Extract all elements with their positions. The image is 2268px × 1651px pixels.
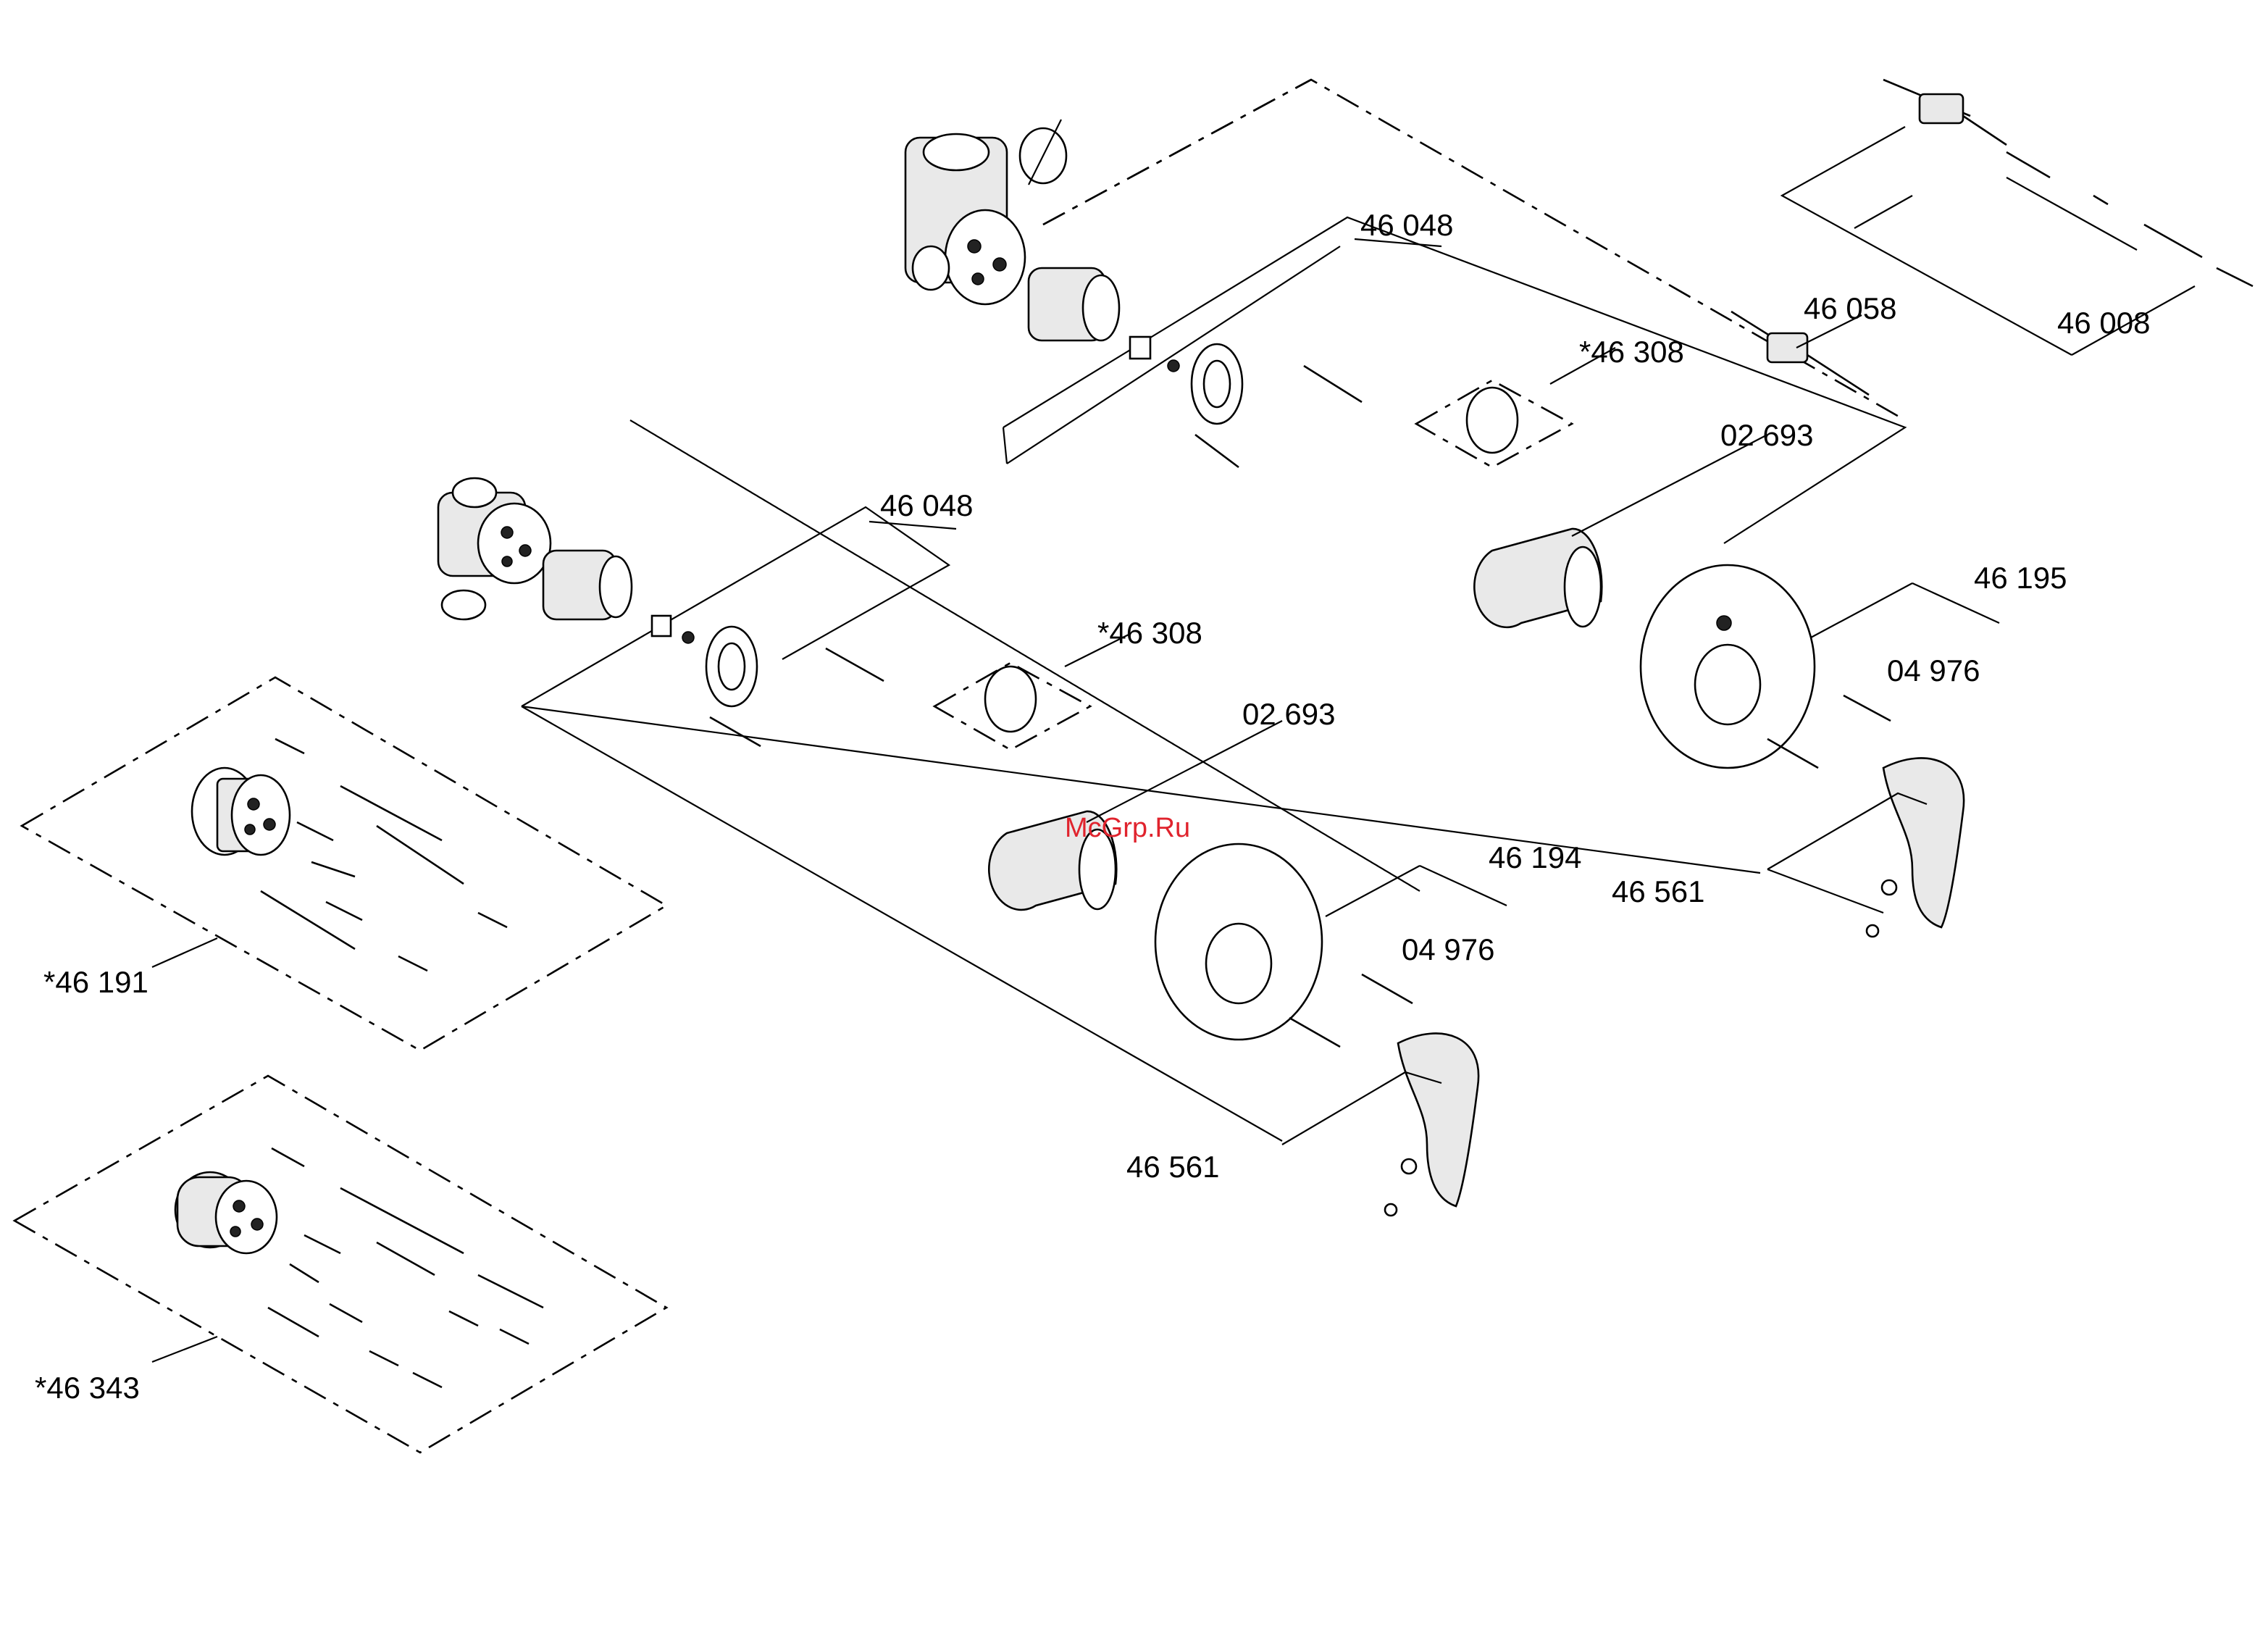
lower-nut <box>706 627 757 706</box>
upper-valve-assembly: 46 048 *46 308 02 693 46 195 04 976 46 5… <box>905 80 2067 937</box>
label-lower-cartridge: 46 048 <box>880 488 973 522</box>
upper-valve-body <box>905 134 1025 304</box>
lower-cap-box <box>934 663 1090 750</box>
upper-nut <box>1192 344 1242 424</box>
label-upper-screws: 04 976 <box>1887 653 1980 687</box>
label-lower-rosette: 46 194 <box>1489 840 1581 874</box>
upper-rosette <box>1641 565 1815 768</box>
upper-sleeve <box>1474 529 1602 627</box>
label-diverter-spindle: 46 058 <box>1804 291 1896 325</box>
lower-rosette <box>1155 844 1322 1040</box>
label-kit-46191: *46 191 <box>43 965 148 999</box>
label-lower-sleeve: 02 693 <box>1242 697 1335 731</box>
upper-cap-box <box>1416 380 1572 467</box>
label-upper-cartridge: 46 048 <box>1360 208 1453 242</box>
label-upper-rosette: 46 195 <box>1974 561 2067 595</box>
watermark: McGrp.Ru <box>1065 813 1190 843</box>
label-diverter-extension: 46 008 <box>2057 306 2150 340</box>
label-lower-screws: 04 976 <box>1402 932 1494 966</box>
diverter-assembly: 46 058 46 008 <box>1731 80 2253 395</box>
lower-valve-body <box>438 478 551 619</box>
upper-cartridge <box>1029 268 1179 372</box>
kit-46343-parts <box>175 1148 543 1387</box>
label-lower-cap: *46 308 <box>1097 616 1202 650</box>
kit-box-46343: *46 343 <box>14 1076 666 1453</box>
kit-46191-parts <box>192 739 507 971</box>
label-lower-lever: 46 561 <box>1126 1150 1219 1184</box>
lower-cartridge <box>543 551 694 643</box>
label-upper-lever: 46 561 <box>1612 874 1704 908</box>
lower-lever <box>1398 1034 1478 1207</box>
label-upper-sleeve: 02 693 <box>1720 418 1813 452</box>
label-upper-cap: *46 308 <box>1579 335 1684 369</box>
upper-cap-crossed <box>1020 120 1066 185</box>
label-kit-46343: *46 343 <box>35 1371 140 1405</box>
upper-lever <box>1883 758 1964 928</box>
